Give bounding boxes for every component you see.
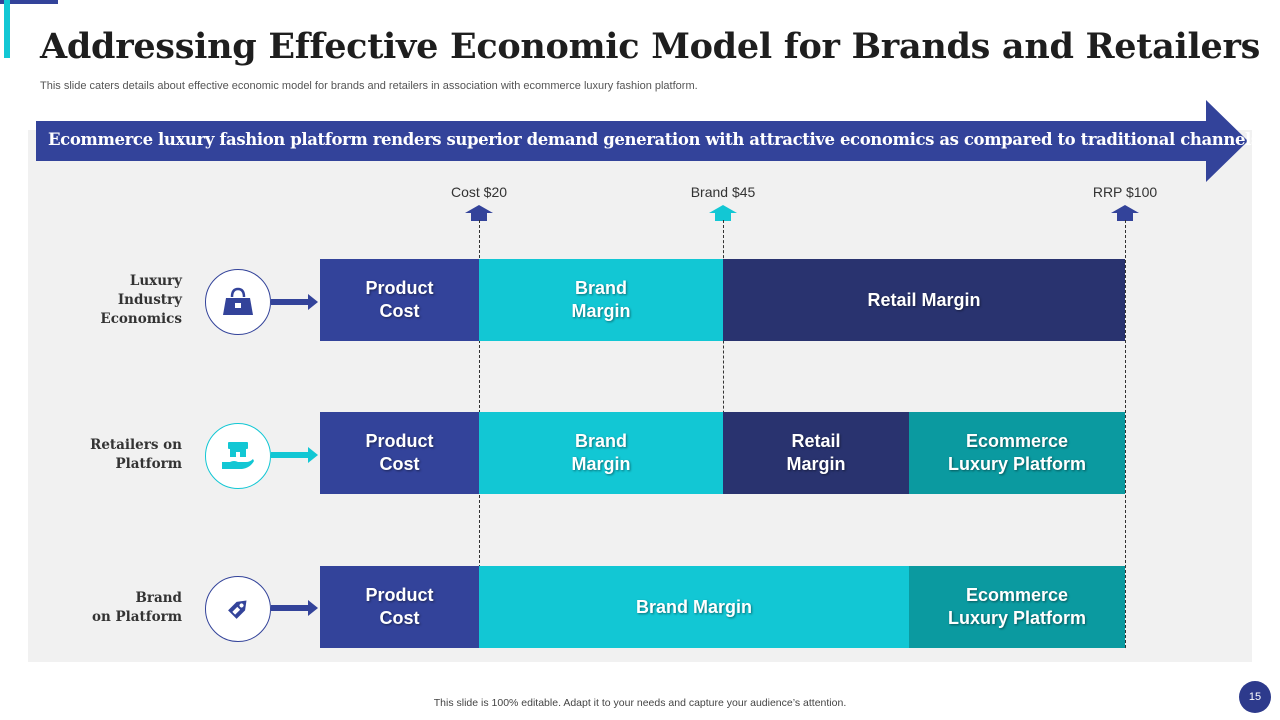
row-connector-arrow-2 bbox=[271, 447, 318, 463]
segment-brand-margin: Brand Margin bbox=[479, 412, 723, 494]
page-number-badge: 15 bbox=[1239, 681, 1271, 713]
row-connector-arrow-1 bbox=[271, 294, 318, 310]
segment-product-cost: Product Cost bbox=[320, 566, 479, 648]
marker-arrow-rrp bbox=[1111, 205, 1139, 221]
segment-brand-margin: Brand Margin bbox=[479, 259, 723, 341]
banner-arrow: Ecommerce luxury fashion platform render… bbox=[36, 100, 1260, 182]
store-hand-icon bbox=[205, 423, 271, 489]
row-label-retailers: Retailers on Platform bbox=[90, 437, 182, 472]
row-connector-arrow-3 bbox=[271, 600, 318, 616]
segment-product-cost: Product Cost bbox=[320, 259, 479, 341]
marker-arrow-cost bbox=[465, 205, 493, 221]
marker-arrow-brand bbox=[709, 205, 737, 221]
corner-accent-stripe bbox=[4, 0, 10, 58]
segment-brand-margin: Brand Margin bbox=[479, 566, 909, 648]
segment-ecommerce-platform: Ecommerce Luxury Platform bbox=[909, 566, 1125, 648]
row-label-brand-platform: Brand on Platform bbox=[92, 590, 182, 625]
slide-footer: This slide is 100% editable. Adapt it to… bbox=[433, 697, 847, 709]
marker-line-rrp bbox=[1125, 220, 1126, 648]
handbag-icon bbox=[205, 269, 271, 335]
segment-retail-margin: Retail Margin bbox=[723, 259, 1125, 341]
marker-label-rrp: RRP $100 bbox=[1092, 184, 1158, 200]
slide-subtitle: This slide caters details about effectiv… bbox=[40, 80, 698, 92]
banner-arrow-shape bbox=[36, 100, 1248, 182]
banner-text: Ecommerce luxury fashion platform render… bbox=[48, 130, 1260, 149]
row-label-luxury-industry: Luxury Industry Economics bbox=[100, 273, 182, 327]
marker-label-cost: Cost $20 bbox=[450, 184, 508, 200]
marker-line-brand bbox=[723, 220, 724, 494]
corner-accent-bar bbox=[0, 0, 58, 4]
price-tag-icon bbox=[205, 576, 271, 642]
segment-product-cost: Product Cost bbox=[320, 412, 479, 494]
segment-retail-margin: Retail Margin bbox=[723, 412, 909, 494]
segment-ecommerce-platform: Ecommerce Luxury Platform bbox=[909, 412, 1125, 494]
marker-label-brand: Brand $45 bbox=[690, 184, 756, 200]
slide-title: Addressing Effective Economic Model for … bbox=[40, 26, 1261, 67]
